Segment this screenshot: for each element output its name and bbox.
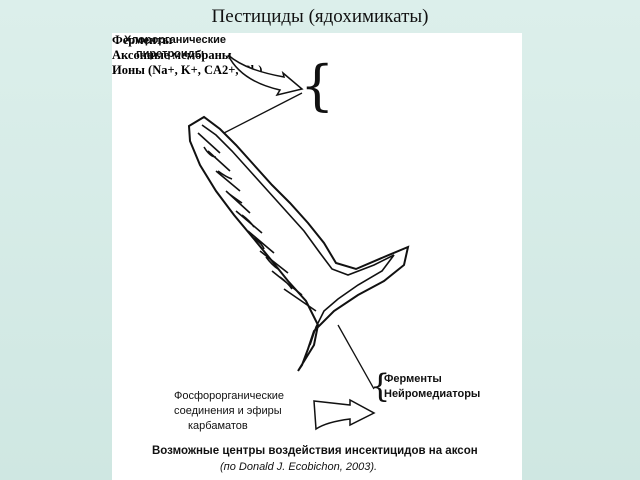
axon-diagram xyxy=(187,54,410,431)
top-source-label-2: пиретроиды xyxy=(136,48,205,60)
top-pointer-line xyxy=(223,92,303,134)
bottom-target-2: Нейромедиаторы xyxy=(384,388,481,400)
top-target-1: Ферменты xyxy=(112,33,173,47)
diagram-panel: Хлорорганические пиретроиды { Ферменты А… xyxy=(112,33,522,480)
axon-outline xyxy=(187,115,410,372)
diagram-caption: Возможные центры воздействия инсектицидо… xyxy=(152,445,478,457)
bottom-pointer-line xyxy=(337,324,375,390)
top-source-label-1: Хлорорганические xyxy=(124,34,227,46)
bottom-source-label-3: карбаматов xyxy=(188,420,248,432)
diagram-citation: (по Donald J. Ecobichon, 2003). xyxy=(220,461,378,473)
top-target-2: Аксонные мембраны xyxy=(112,48,232,62)
myelin-segments xyxy=(197,132,317,312)
bottom-brace: { xyxy=(370,367,391,405)
bottom-source-label-2: соединения и эфиры xyxy=(174,405,282,417)
bottom-target-1: Ферменты xyxy=(384,373,442,385)
top-brace: { xyxy=(300,54,335,117)
top-source-arrow xyxy=(227,54,304,97)
bottom-source-label-1: Фосфорорганические xyxy=(174,390,285,402)
axon-core xyxy=(201,124,395,346)
slide-title: Пестициды (ядохимикаты) xyxy=(211,6,429,27)
top-target-3: Ионы (Na+, K+, CA2+, Cl-) xyxy=(112,63,263,77)
bottom-source-arrow xyxy=(313,398,376,431)
